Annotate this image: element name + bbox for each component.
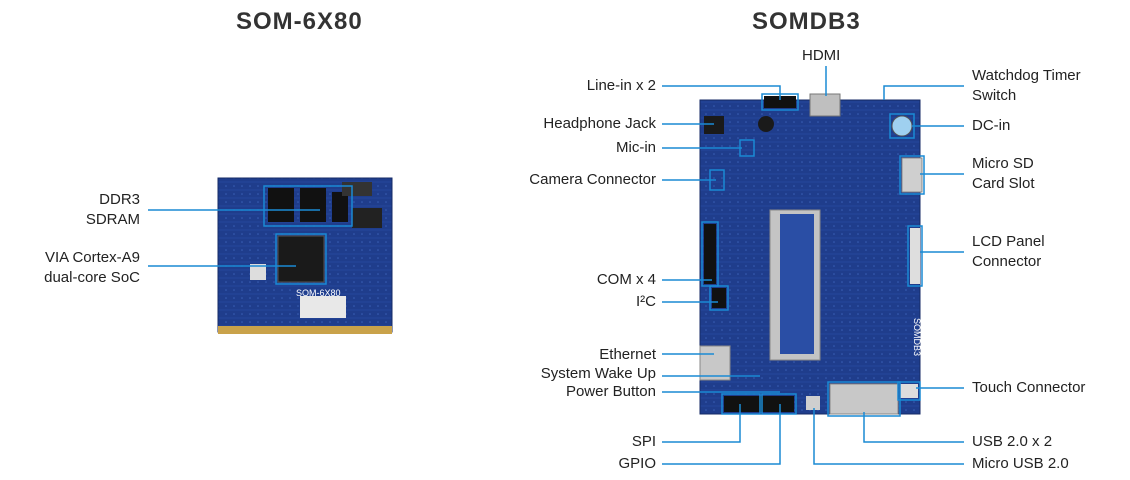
label-micro-usb: Micro USB 2.0 [972, 455, 1069, 472]
callout-box-microsd [899, 155, 925, 195]
som-aux-chip2 [352, 208, 382, 228]
label-watchdog: Watchdog Timer Switch [972, 66, 1081, 106]
label-spi: SPI [631, 433, 656, 450]
touch-connector [900, 384, 918, 398]
label-ddr3-line2: SDRAM [85, 211, 140, 228]
label-lcd-line2: Connector [972, 253, 1042, 270]
callout-line-spi [662, 404, 741, 443]
label-camera: Camera Connector [529, 171, 656, 188]
micro-usb-port [806, 396, 820, 410]
label-ddr3-line1: DDR3 [99, 191, 140, 208]
lcd-connector [910, 228, 920, 284]
som-qr [250, 264, 266, 280]
callout-line-line-in [662, 85, 781, 100]
label-line-in: Line-in x 2 [586, 77, 656, 94]
label-headphone: Headphone Jack [543, 115, 656, 132]
callout-box-spi [721, 393, 761, 415]
callout-box-gpio [761, 393, 797, 415]
label-wake: System Wake Up [540, 365, 656, 382]
callout-box-lcd [907, 225, 923, 287]
label-mic-in: Mic-in [616, 139, 656, 156]
som-gold-edge [218, 326, 392, 334]
so-dimm-module [780, 214, 814, 354]
usb-ports [829, 383, 899, 415]
callout-box-line-in [761, 93, 799, 111]
callout-box-mic-in [739, 139, 755, 157]
label-com: COM x 4 [596, 271, 656, 288]
label-dc-in: DC-in [972, 117, 1011, 134]
label-watchdog-line1: Watchdog Timer [972, 67, 1081, 84]
com-headers [704, 224, 716, 284]
hdmi-port [809, 93, 841, 117]
label-microsd-line1: Micro SD [972, 155, 1034, 172]
som-module: SOM-6X80 [217, 177, 393, 334]
label-lcd: LCD Panel Connector [972, 232, 1045, 272]
callout-box-usb2 [827, 381, 901, 417]
callout-box-ddr3 [263, 185, 353, 227]
ethernet-jack [699, 345, 731, 381]
label-soc: VIA Cortex-A9 dual-core SoC [10, 248, 140, 288]
callout-box-soc [275, 233, 327, 285]
somdb3-board-silk: SOMDB3 [912, 318, 922, 356]
som-board-silk: SOM-6X80 [296, 288, 341, 298]
label-lcd-line1: LCD Panel [972, 233, 1045, 250]
capacitor [758, 116, 774, 132]
line-in-header [764, 96, 796, 108]
callout-line-micro-usb [813, 408, 964, 465]
spi-gpio-headers [724, 396, 794, 412]
callout-box-dc-in [889, 113, 915, 139]
label-ethernet: Ethernet [599, 346, 656, 363]
microsd-slot [901, 157, 923, 193]
som-soc-chip [277, 235, 325, 283]
callout-box-i2c [709, 285, 729, 311]
label-microsd-line2: Card Slot [972, 175, 1035, 192]
label-i2c: I²C [636, 293, 656, 310]
dc-in-jack [891, 115, 913, 137]
som-title: SOM-6X80 [236, 8, 363, 35]
label-gpio: GPIO [618, 455, 656, 472]
label-hdmi: HDMI [802, 47, 841, 64]
som-label-sticker [300, 296, 346, 318]
label-soc-line2: dual-core SoC [44, 269, 140, 286]
som-aux-chip [342, 182, 372, 196]
label-watchdog-line2: Switch [972, 87, 1017, 104]
label-power: Power Button [565, 383, 656, 400]
label-usb2: USB 2.0 x 2 [972, 433, 1053, 450]
somdb3-title: SOMDB3 [752, 8, 861, 35]
callout-line-usb2 [863, 412, 964, 443]
callout-lines [148, 66, 964, 465]
ddr3-chips [268, 188, 348, 222]
callout-box-touch [897, 381, 921, 401]
callout-box-camera [709, 169, 725, 191]
callout-line-watchdog [883, 85, 964, 100]
label-touch: Touch Connector [972, 379, 1086, 396]
callout-boxes [263, 93, 925, 417]
label-soc-line1: VIA Cortex-A9 [44, 249, 140, 266]
i2c-header [712, 288, 726, 308]
label-microsd: Micro SD Card Slot [972, 154, 1035, 194]
callout-line-gpio [662, 404, 781, 465]
headphone-jack [704, 116, 724, 134]
label-ddr3: DDR3 SDRAM [60, 190, 140, 230]
somdb3-board: SOMDB3 [699, 93, 923, 415]
